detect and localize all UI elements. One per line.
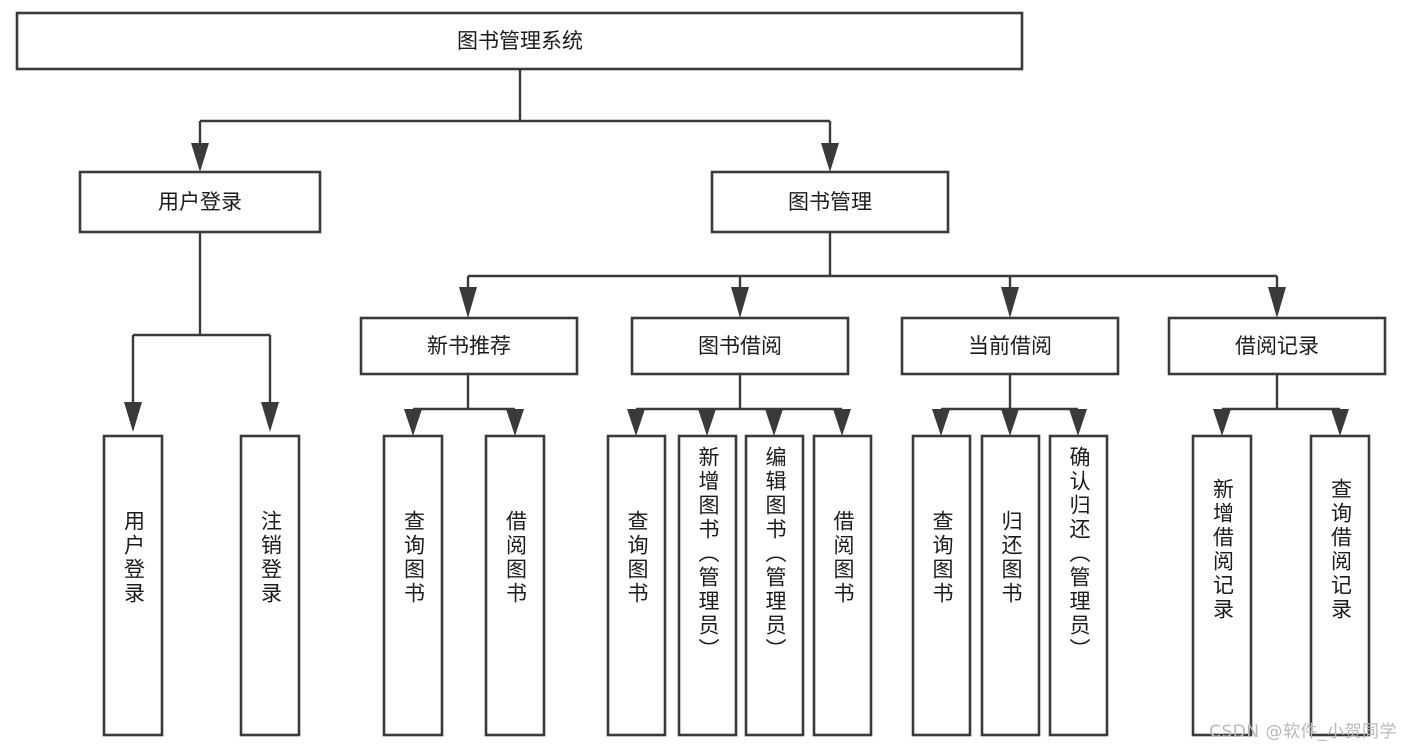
node-box-rect[interactable]: [911, 434, 972, 737]
node-book-borrow[interactable]: 图书借阅: [630, 316, 850, 376]
node-leaf-query-book-3[interactable]: [911, 434, 972, 737]
node-box-rect[interactable]: [382, 434, 444, 737]
node-leaf-query-borrow-record[interactable]: [1309, 434, 1371, 737]
node-leaf-return-book[interactable]: [980, 434, 1041, 737]
node-label-book-borrow: 图书借阅: [698, 334, 782, 358]
connector-root-to-level2: [191, 69, 839, 172]
arrow-head-icon: [833, 409, 851, 436]
node-box-rect[interactable]: [1167, 316, 1387, 376]
node-box-rect[interactable]: [744, 434, 805, 737]
arrow-head-icon: [459, 287, 477, 318]
arrow-head-icon: [1001, 409, 1019, 436]
arrow-head-icon: [821, 143, 839, 172]
arrow-head-icon: [124, 402, 142, 432]
arrow-head-icon: [191, 143, 209, 172]
node-box-rect[interactable]: [1191, 434, 1253, 737]
node-label-book-management: 图书管理: [788, 190, 872, 214]
connector-borrow-to-leaves: [627, 374, 851, 436]
node-box-rect[interactable]: [359, 316, 579, 376]
node-label-user-login: 用户登录: [158, 190, 242, 214]
node-leaf-query-book-1[interactable]: [382, 434, 444, 737]
arrow-head-icon: [627, 409, 645, 436]
node-leaf-query-book-2[interactable]: [606, 434, 667, 737]
node-leaf-add-book-admin[interactable]: [677, 434, 738, 737]
node-leaf-edit-book-admin[interactable]: [744, 434, 805, 737]
node-root-system[interactable]: 图书管理系统: [15, 11, 1024, 71]
node-box-rect[interactable]: [484, 434, 546, 737]
connector-bookmgmt-to-level3: [459, 232, 1286, 318]
arrow-head-icon: [1001, 287, 1019, 318]
arrow-head-icon: [1331, 409, 1349, 436]
node-box-rect[interactable]: [1048, 434, 1109, 737]
arrow-head-icon: [1268, 287, 1286, 318]
node-box-rect[interactable]: [630, 316, 850, 376]
node-label-current-borrow: 当前借阅: [968, 334, 1052, 358]
watermark-text: CSDN @软件_小贺同学: [1209, 722, 1397, 742]
node-leaf-confirm-return-admin[interactable]: [1048, 434, 1109, 737]
node-leaf-borrow-book-2[interactable]: [812, 434, 873, 737]
arrow-head-icon: [261, 402, 279, 432]
node-box-rect[interactable]: [710, 170, 950, 234]
node-box-rect[interactable]: [15, 11, 1024, 71]
node-leaf-borrow-book-1[interactable]: [484, 434, 546, 737]
node-box-rect[interactable]: [812, 434, 873, 737]
arrow-head-icon: [1213, 409, 1231, 436]
node-label-root: 图书管理系统: [457, 29, 583, 53]
node-leaf-user-login[interactable]: [102, 434, 164, 737]
node-current-borrow[interactable]: 当前借阅: [900, 316, 1120, 376]
node-box-rect[interactable]: [980, 434, 1041, 737]
node-box-rect[interactable]: [900, 316, 1120, 376]
node-box-rect[interactable]: [677, 434, 738, 737]
node-label-borrow-record: 借阅记录: [1235, 334, 1319, 358]
node-leaf-add-borrow-record[interactable]: [1191, 434, 1253, 737]
node-book-management[interactable]: 图书管理: [710, 170, 950, 234]
node-box-rect[interactable]: [1309, 434, 1371, 737]
connector-userlogin-to-leaves: [124, 232, 279, 432]
arrow-head-icon: [932, 409, 950, 436]
node-box-rect[interactable]: [102, 434, 164, 737]
node-leaf-logout[interactable]: [239, 434, 301, 737]
connector-newbook-to-leaves: [404, 374, 524, 436]
connector-record-to-leaves: [1213, 374, 1349, 436]
node-user-login[interactable]: 用户登录: [78, 170, 322, 234]
arrow-head-icon: [731, 287, 749, 318]
arrow-head-icon: [506, 409, 524, 436]
arrow-head-icon: [404, 409, 422, 436]
connector-current-to-leaves: [932, 374, 1087, 436]
arrow-head-icon: [765, 409, 783, 436]
arrow-head-icon: [698, 409, 716, 436]
arrow-head-icon: [1069, 409, 1087, 436]
node-borrow-record[interactable]: 借阅记录: [1167, 316, 1387, 376]
node-new-book-recommend[interactable]: 新书推荐: [359, 316, 579, 376]
node-box-rect[interactable]: [606, 434, 667, 737]
node-box-rect[interactable]: [78, 170, 322, 234]
node-box-rect[interactable]: [239, 434, 301, 737]
node-label-new-book-recommend: 新书推荐: [427, 334, 511, 358]
